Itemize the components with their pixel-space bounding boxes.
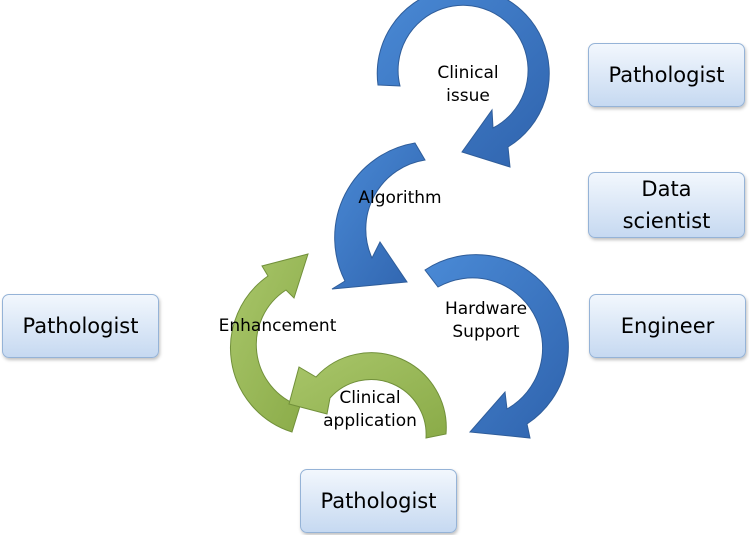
clinical-issue-cycle-arrow: [376, 0, 550, 168]
role-label: Pathologist: [22, 314, 139, 338]
role-label: Data scientist: [622, 177, 711, 233]
role-box-data-scientist: Data scientist: [588, 172, 745, 238]
hardware-support-cycle-arrow: [424, 254, 569, 439]
stage-label-clinical-application: Clinical application: [323, 388, 417, 431]
clinical-application-cycle-arrow: [288, 352, 447, 439]
stage-label-hardware-support: Hardware Support: [444, 299, 528, 342]
role-label: Pathologist: [320, 489, 437, 513]
enhancement-cycle-arrow: [229, 253, 309, 433]
role-box-pathologist-bottom: Pathologist: [300, 469, 457, 533]
stage-label-enhancement: Enhancement: [218, 316, 337, 336]
role-label: Engineer: [620, 314, 715, 338]
role-box-pathologist-top: Pathologist: [588, 43, 745, 107]
role-label: Pathologist: [608, 63, 725, 87]
stage-label-algorithm: Algorithm: [358, 188, 442, 208]
role-box-engineer: Engineer: [589, 294, 746, 358]
stage-label-clinical-issue: Clinical issue: [437, 63, 499, 106]
role-box-pathologist-left: Pathologist: [2, 294, 159, 358]
algorithm-cycle-arrow: [331, 142, 426, 290]
